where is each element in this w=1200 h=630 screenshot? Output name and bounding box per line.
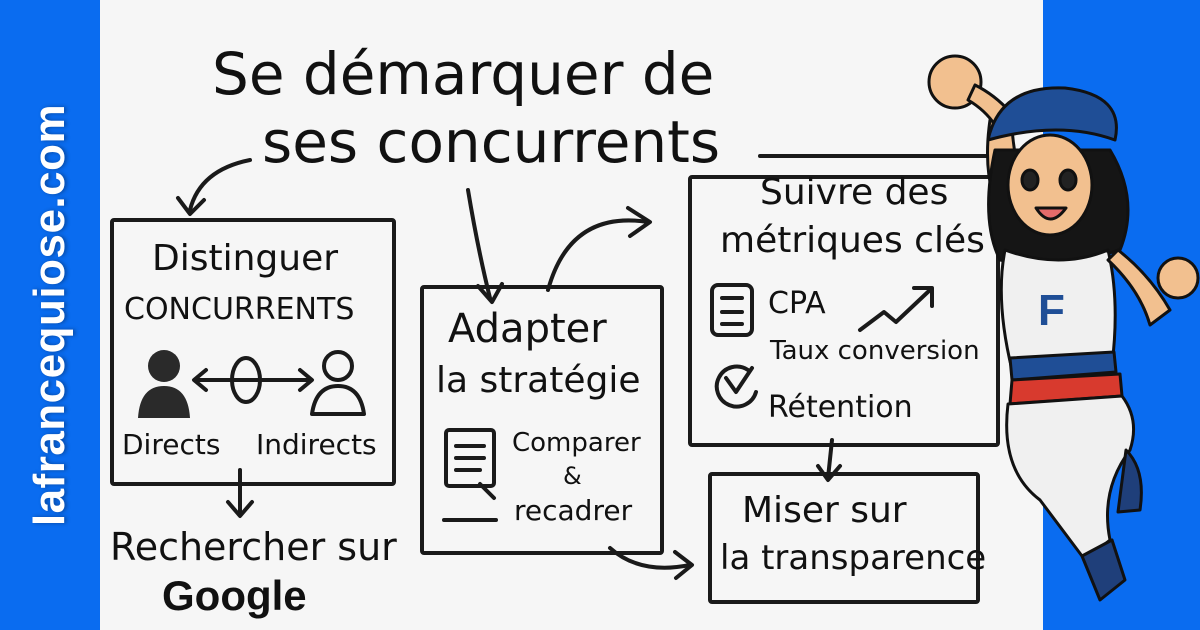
distinguer-subtitle: CONCURRENTS: [124, 292, 355, 327]
calculator-icon: [710, 283, 754, 337]
diagram-title-line2: ses concurrents: [262, 108, 721, 176]
arrow-metriques-to-transparence: [826, 438, 834, 480]
transparence-line1: Miser sur: [742, 490, 907, 531]
distinguer-title: Distinguer: [152, 238, 339, 279]
box-transparence: [708, 472, 980, 604]
metric-retention: Rétention: [768, 390, 913, 425]
adapter-item-comparer: Comparer: [512, 428, 641, 458]
mascot-illustration: [927, 54, 1200, 602]
transparence-line2: la transparence: [720, 538, 987, 578]
directs-label: Directs: [122, 428, 221, 461]
rechercher-google: Google: [162, 572, 307, 619]
box-metriques: [688, 175, 1000, 447]
indirect-person-icon: [322, 350, 354, 382]
document-icon: [444, 428, 496, 488]
arrow-adapter-to-transparence: [608, 546, 692, 570]
direct-person-icon: [138, 350, 190, 418]
indirects-label: Indirects: [256, 428, 377, 461]
check-circle-icon: [714, 364, 758, 409]
mascot-shirt-letter: F: [1038, 286, 1065, 335]
mascot-face: [1006, 133, 1094, 237]
diagram-title-line1: Se démarquer de: [212, 40, 715, 108]
adapter-item-recadrer: recadrer: [514, 494, 633, 527]
metric-conversion: Taux conversion: [770, 336, 980, 366]
adapter-line1: Adapter: [448, 306, 607, 352]
mascot-shirt: [999, 248, 1117, 372]
arrow-title-to-adapter: [466, 188, 492, 300]
box-distinguer: [110, 218, 396, 486]
adapter-line2: la stratégie: [436, 360, 641, 401]
box-adapter: [420, 285, 664, 555]
adapter-item-and: &: [563, 462, 582, 490]
link-ring-icon: [230, 356, 262, 404]
metriques-line1: Suivre des: [760, 172, 949, 213]
rechercher-line1: Rechercher sur: [110, 525, 397, 569]
mascot-fist: [927, 54, 983, 110]
arrow-adapter-to-metriques: [546, 218, 650, 292]
brand-sidebar: lafrancequiose.com: [0, 0, 100, 630]
mascot-beret: [986, 86, 1118, 142]
mascot-mouth: [1034, 206, 1068, 221]
metric-cpa: CPA: [768, 286, 826, 321]
trend-up-icon: [858, 288, 932, 332]
arrow-title-to-distinguer: [188, 158, 252, 212]
metriques-line2: métriques clés: [720, 220, 985, 261]
